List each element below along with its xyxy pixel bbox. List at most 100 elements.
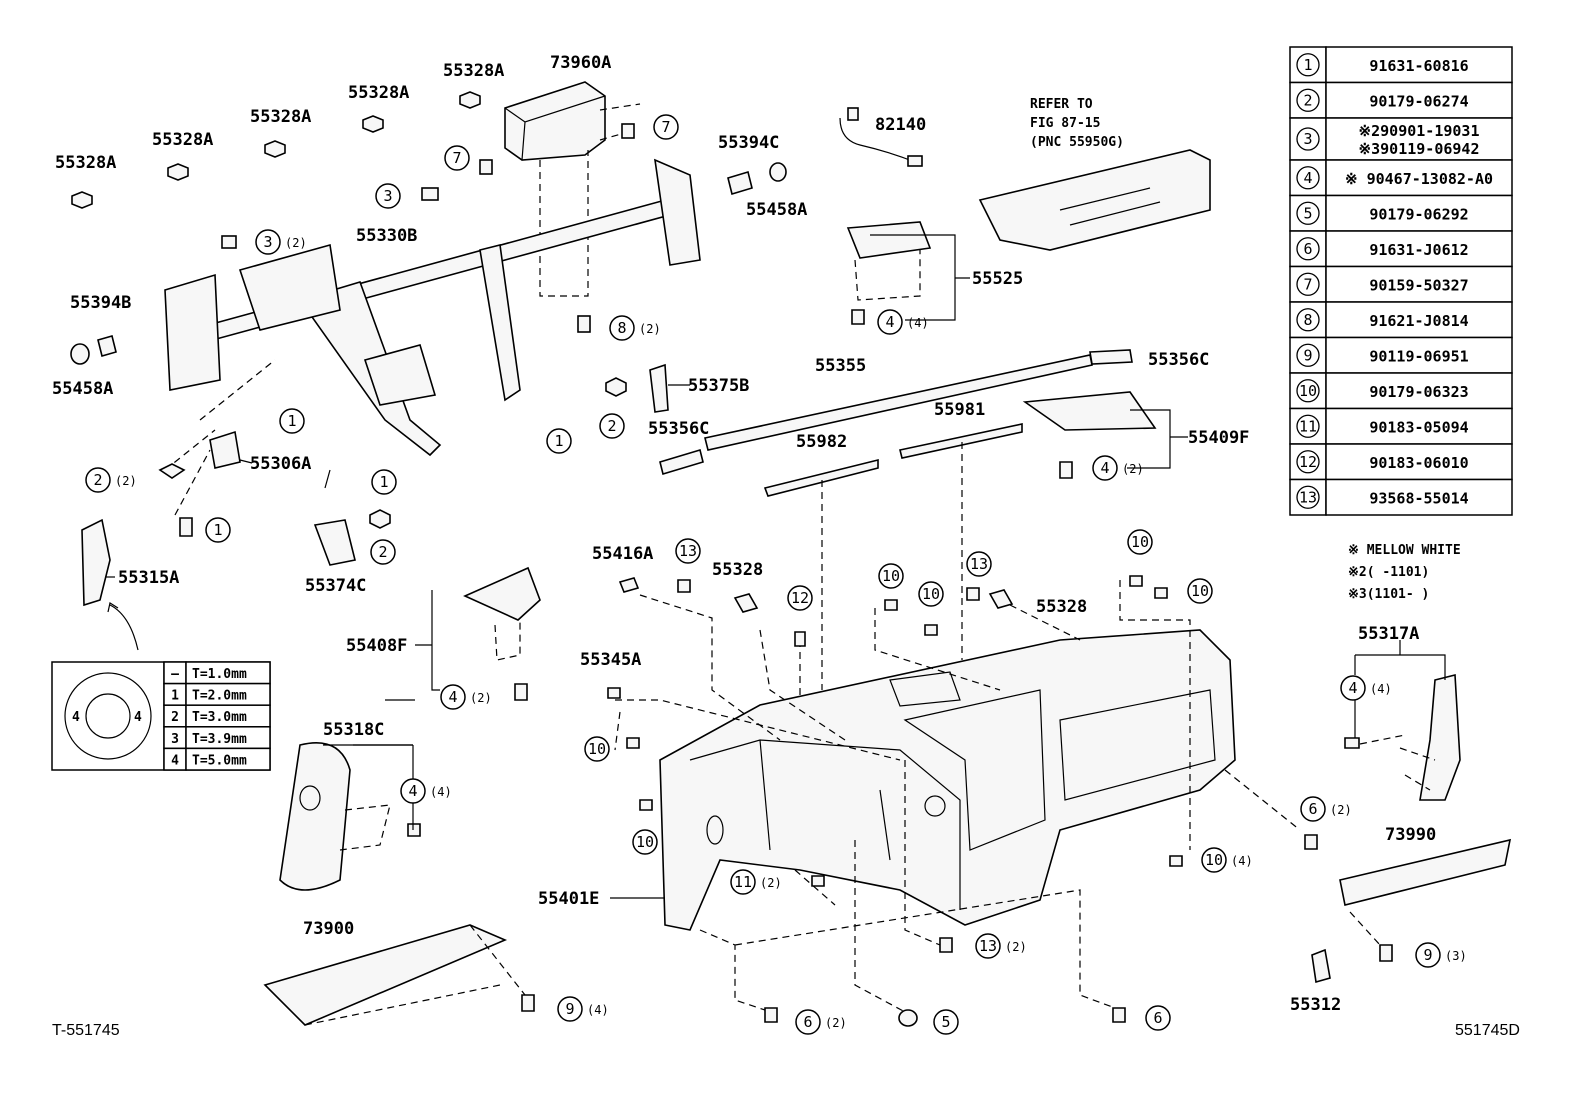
washer-thickness: T=1.0mm [192, 667, 247, 682]
callout-number: 10 [922, 585, 940, 603]
leader-lines [105, 234, 1446, 899]
clip-10b [639, 799, 653, 811]
bolt-8 [577, 315, 591, 333]
callout-number: 1 [213, 521, 222, 539]
label-73960a: 73960A [550, 53, 611, 73]
callout-number: 3 [383, 187, 392, 205]
bolt-7a [479, 159, 493, 175]
callout-circle [584, 736, 610, 762]
callout-number: 7 [661, 118, 670, 136]
callout-circle [1092, 455, 1118, 481]
bolt-6b [764, 1007, 778, 1023]
callouts: 7733(2)8(2)4(4)12(2)111224(2)13121310101… [85, 114, 1467, 1035]
callout-10: 10 [584, 736, 610, 762]
parts-table-code: 90183-06010 [1369, 454, 1468, 472]
callout-number: 6 [1153, 1009, 1162, 1027]
label-82140: 82140 [875, 115, 926, 135]
callout-10: 10 [1187, 578, 1213, 604]
label-55374c: 55374C [305, 576, 366, 596]
callout-number: 11 [734, 873, 752, 891]
nut-2d [369, 509, 391, 529]
washer-mark: 4 [171, 753, 179, 768]
bolt-6a [1304, 834, 1318, 850]
label-55328-right: 55328 [1036, 597, 1087, 617]
washer-mark-left: 4 [72, 710, 80, 725]
parts-table-ref: 4 [1303, 169, 1312, 187]
washer-thickness: T=2.0mm [192, 689, 247, 704]
parts-table-code: ※ 90467-13082-A0 [1345, 170, 1493, 188]
beam-bracket-left [164, 273, 221, 391]
label-55982: 55982 [796, 432, 847, 452]
callout-quantity: (2) [285, 236, 307, 250]
refer-line-3: (PNC 55950G) [1030, 135, 1124, 150]
callout-number: 4 [448, 688, 457, 706]
parts-table-code: 93568-55014 [1369, 489, 1468, 507]
panel-55408f [463, 566, 541, 621]
callout-quantity: (2) [639, 322, 661, 336]
label-55394b: 55394B [70, 293, 131, 313]
bracket-55315a [81, 518, 111, 607]
bushing-55394c [727, 170, 753, 196]
callout-circle [1187, 578, 1213, 604]
callout-4: 4(4) [877, 309, 929, 335]
callout-circle [877, 309, 903, 335]
washer-mark: 2 [171, 710, 179, 725]
bracket-55375b [649, 363, 669, 413]
label-55394c: 55394C [718, 133, 779, 153]
callout-10: 10 [878, 563, 904, 589]
callout-4: 4(4) [400, 778, 452, 804]
label-55315a: 55315A [118, 568, 179, 588]
callout-10: 10(4) [1201, 847, 1253, 873]
callout-number: 10 [1131, 533, 1149, 551]
note-range-2: ※2( -1101) [1348, 565, 1429, 580]
label-55317a: 55317A [1358, 624, 1419, 644]
clip-55328a-5 [459, 91, 481, 109]
callout-number: 6 [1308, 800, 1317, 818]
parts-table-ref: 11 [1299, 417, 1317, 435]
washer-inner-ring [85, 693, 131, 739]
nut-2c [605, 377, 627, 397]
label-55312: 55312 [1290, 995, 1341, 1015]
callout-circle [279, 408, 305, 434]
callout-1: 1 [546, 428, 572, 454]
callout-number: 2 [378, 543, 387, 561]
callout-circle [609, 315, 635, 341]
label-55375b: 55375B [688, 376, 749, 396]
nut-5 [898, 1009, 918, 1027]
callout-number: 8 [617, 319, 626, 337]
callout-quantity: (4) [430, 785, 452, 799]
bracket-55306a [209, 430, 241, 469]
cover-55525 [846, 221, 932, 259]
callout-number: 10 [882, 567, 900, 585]
callout-number: 5 [941, 1013, 950, 1031]
callout-circle [1340, 675, 1366, 701]
callout-12: 12 [787, 585, 813, 611]
washer-mark-right: 4 [134, 710, 142, 725]
cap-55458a-right [769, 162, 787, 182]
duct-55950g [978, 149, 1211, 251]
label-55328a-2: 55328A [152, 130, 213, 150]
clip-55328a-1 [71, 191, 93, 209]
footer-id-left: T-551745 [52, 1022, 120, 1039]
label-55328a-1: 55328A [55, 153, 116, 173]
parts-table-code: 91621-J0814 [1369, 312, 1468, 330]
label-73900: 73900 [303, 919, 354, 939]
bolt-7b [621, 123, 635, 139]
callout-quantity: (2) [825, 1016, 847, 1030]
parts-table-ref: 3 [1303, 130, 1312, 148]
callout-number: 9 [565, 1000, 574, 1018]
callout-9: 9(4) [557, 996, 609, 1022]
callout-circle [370, 539, 396, 565]
clip-10a [626, 737, 640, 749]
callout-number: 4 [1100, 459, 1109, 477]
